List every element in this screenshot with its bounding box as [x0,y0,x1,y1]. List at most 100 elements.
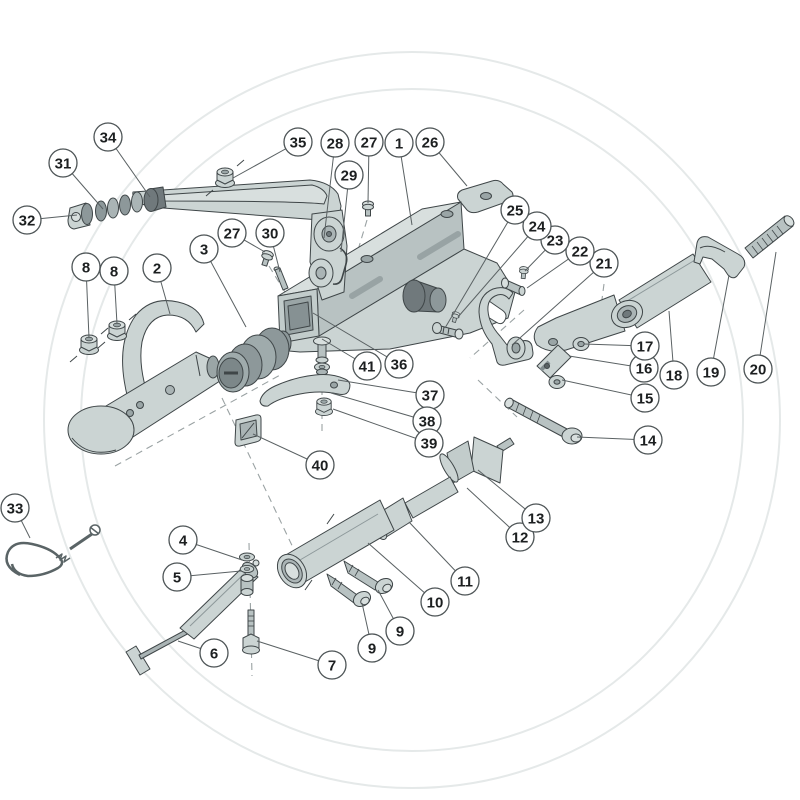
coupling-head [67,300,224,455]
callout-number: 7 [328,657,336,674]
callout-balloon [521,503,551,533]
bolt-9b [343,560,394,595]
drawtube-assembly [276,436,515,591]
spring-cap [67,202,93,230]
assembly-axis [477,379,518,418]
callout-13: 13 [477,469,551,533]
callout-number: 8 [110,263,118,280]
callout-balloon [0,493,30,523]
callout-16: 16 [568,353,659,383]
callout-19: 19 [696,274,730,387]
callout-balloon [420,587,450,617]
callout-number: 22 [572,243,589,260]
shock-damper [125,559,260,676]
callout-number: 18 [666,367,683,384]
leader-line [511,262,605,346]
bolt-9a [326,573,372,608]
callout-number: 9 [396,623,404,640]
main-housing [260,201,516,364]
threaded-rod-20 [744,215,795,259]
callout-number: 24 [529,218,546,235]
breakaway-cable [5,524,101,578]
clevis-fork-16 [536,344,572,379]
callout-number: 11 [457,573,473,590]
callout-17: 17 [583,331,660,361]
callout-9: 9 [377,589,415,646]
callout-10: 10 [367,542,450,617]
pin-30 [273,266,289,291]
callout-number: 32 [19,212,36,229]
leader-line [312,312,400,365]
callout-number: 33 [7,500,24,517]
callout-30: 30 [255,218,285,273]
callout-balloon [199,638,229,668]
callout-balloon [12,205,42,235]
callout-15: 15 [561,379,660,413]
callout-35: 35 [232,127,313,179]
flange-nut-39 [315,397,333,416]
leader-line [337,379,431,396]
handbrake-lever [533,215,795,352]
spacer-bush [240,574,254,596]
callout-34: 34 [93,122,151,198]
callout-number: 2 [153,260,161,277]
callout-balloon [450,566,480,596]
callout-balloon [385,616,415,646]
leader-line [444,209,516,329]
callout-number: 10 [427,594,444,611]
callout-27: 27 [354,127,384,204]
leader-line [203,248,247,328]
nut-8-axis-ticks [69,313,137,363]
callout-balloon [354,127,384,157]
callout-9: 9 [357,602,387,663]
callout-number: 29 [341,167,358,184]
callout-38: 38 [330,392,442,436]
callout-41: 41 [321,338,382,381]
callout-number: 41 [359,358,376,375]
callout-number: 40 [312,457,329,474]
callout-balloon [415,127,445,157]
callout-2: 2 [142,253,172,315]
callout-39: 39 [332,408,444,458]
rubber-collar [143,186,167,212]
assembly-axis [357,219,368,251]
callout-balloon [743,354,773,384]
callout-balloon [630,331,660,361]
assembly-axis [598,283,605,323]
flange-nut-35 [215,167,235,188]
callout-balloon [522,211,552,241]
overrun-lever-arm [132,179,348,301]
callout-number: 39 [421,435,438,452]
callout-number: 38 [419,413,436,430]
callout-6: 6 [177,638,229,668]
callout-number: 20 [750,361,767,378]
callout-balloon [589,248,619,278]
callout-balloon [189,234,219,264]
callout-number: 25 [507,202,524,219]
callout-balloon [255,218,285,248]
callout-number: 14 [640,432,657,449]
kingpin-bolt [313,336,331,364]
callout-number: 1 [395,135,403,152]
rubber-buffer [402,279,447,313]
callout-balloon [414,428,444,458]
callout-24: 24 [457,211,552,318]
nut-35-axis-ticks [205,159,245,197]
callout-balloon [633,425,663,455]
callout-40: 40 [252,433,335,480]
callout-31: 31 [48,148,104,210]
callout-balloon [142,253,172,283]
callout-number: 34 [100,129,117,146]
callout-18: 18 [659,310,689,390]
callout-balloon [217,218,247,248]
flange-nut-15 [548,375,566,389]
callout-balloon [352,351,382,381]
callout-32: 32 [12,205,78,235]
bolt-7 [242,609,260,655]
assembly-axis [221,397,298,557]
callout-number: 5 [173,569,181,586]
callout-number: 4 [179,532,188,549]
callout-21: 21 [511,248,619,346]
leader-line [757,251,777,370]
